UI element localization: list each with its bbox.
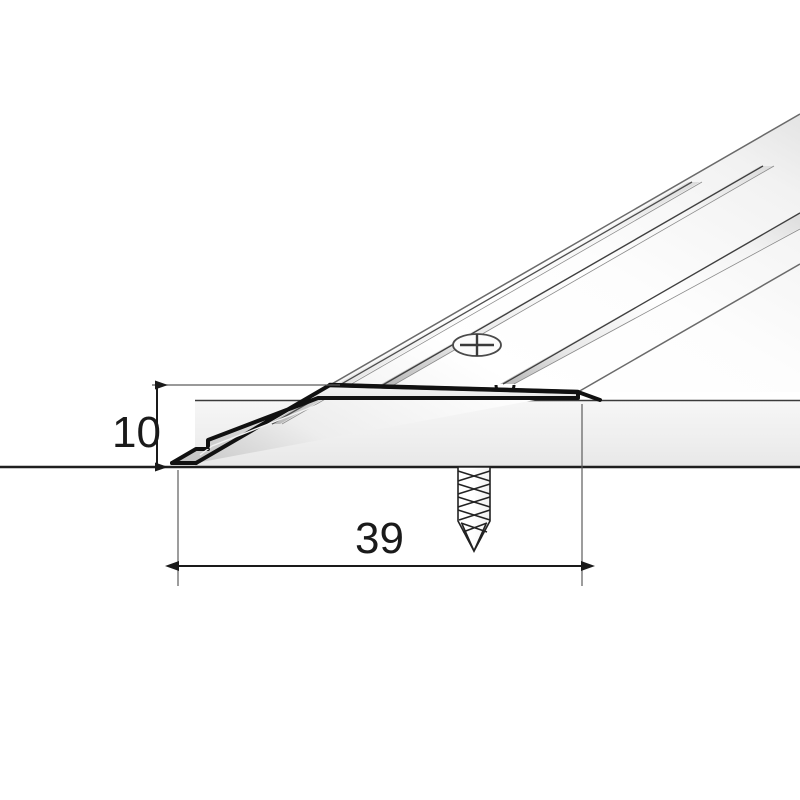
screw-head-marker	[452, 333, 502, 357]
dimension-height-10: 10	[112, 380, 340, 472]
dimension-width-39: 39	[165, 404, 595, 586]
fixing-screw	[457, 466, 491, 553]
groove-lines	[268, 165, 800, 425]
ramp-profile-body	[170, 382, 602, 465]
dimension-label-width: 39	[355, 514, 404, 563]
dimension-label-height: 10	[112, 408, 161, 457]
